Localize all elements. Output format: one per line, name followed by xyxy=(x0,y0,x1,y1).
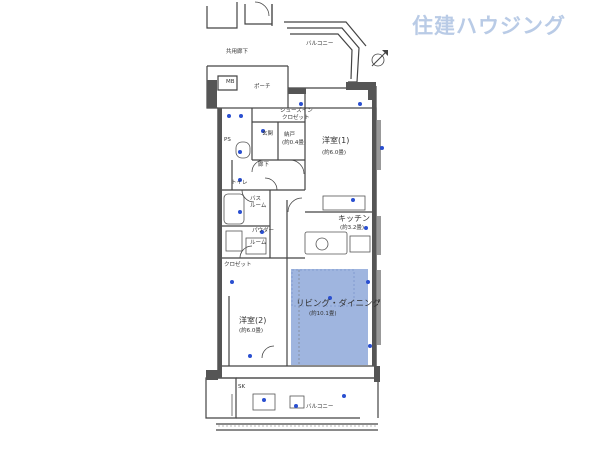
room-label-living-dining: リビング・ダイニング xyxy=(296,299,382,309)
room-label-wic: クロゼット xyxy=(224,262,252,268)
window-marks xyxy=(377,120,381,345)
room-label-balcony-top: バルコニー xyxy=(306,41,334,47)
watermark-logo: 住建ハウジング xyxy=(412,14,566,38)
wall-fills xyxy=(206,80,380,382)
room-label-nando: 納戸 xyxy=(284,132,296,138)
room-label-nando-size: (約0.4畳) xyxy=(282,140,307,146)
room-label-western-2-size: (約6.0畳) xyxy=(239,328,264,334)
room-label-living-dining-size: (約10.1畳) xyxy=(309,311,337,317)
room-label-powder-1: パウダー xyxy=(252,228,275,234)
room-label-porch: ポーチ xyxy=(254,84,271,90)
room-label-sk: SK xyxy=(238,384,246,390)
equipment-marks xyxy=(227,102,384,408)
room-label-shoes-closet-1: シューズイン xyxy=(280,108,313,114)
room-label-bath-2: ルーム xyxy=(250,203,267,209)
room-label-hallway: 廊下 xyxy=(258,162,270,168)
dashed-guides xyxy=(218,270,378,427)
room-label-toilet: トイレ xyxy=(231,180,248,186)
room-label-shoes-closet-2: クロゼット xyxy=(282,115,310,121)
room-label-kitchen-size: (約3.2畳) xyxy=(340,225,365,231)
room-label-balcony-bottom: バルコニー xyxy=(306,404,334,410)
door-swings xyxy=(239,1,305,359)
fixtures xyxy=(223,141,371,416)
living-dining-area xyxy=(291,269,368,365)
room-label-kitchen: キッチン xyxy=(338,214,370,223)
living-dining-dashed-zone xyxy=(291,269,355,307)
compass-icon xyxy=(371,50,388,67)
room-label-powder-2: ルーム xyxy=(250,240,267,246)
room-label-genkan: 玄関 xyxy=(262,131,274,137)
room-label-western-1: 洋室(1) xyxy=(322,136,350,145)
room-label-ps: PS xyxy=(224,137,231,143)
room-label-bath-1: バス xyxy=(250,196,262,202)
room-label-western-2: 洋室(2) xyxy=(239,316,267,325)
room-label-mb: MB xyxy=(226,79,235,85)
room-label-western-1-size: (約6.0畳) xyxy=(322,150,347,156)
room-label-corridor: 共用廊下 xyxy=(226,49,249,55)
